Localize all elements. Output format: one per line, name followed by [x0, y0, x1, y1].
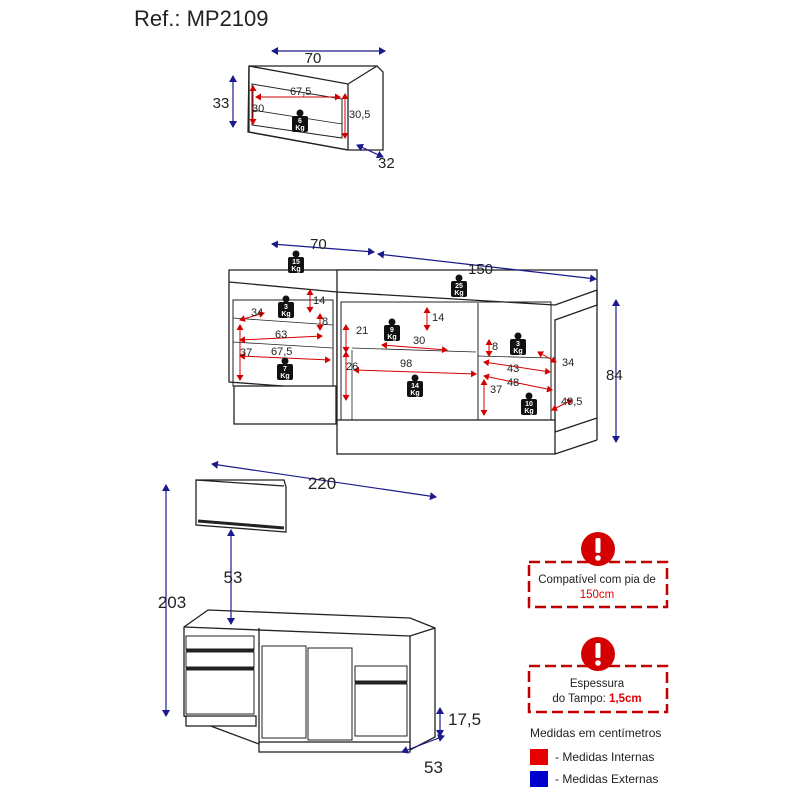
warning-countertop-text: Espessura do Tampo: 1,5cm: [529, 677, 665, 707]
dim-bottom-base: 17,5: [448, 710, 481, 729]
dim-37b: 37: [490, 384, 502, 396]
dim-mid-right-width: 150: [468, 261, 493, 278]
dim-48: 48: [507, 377, 519, 389]
svg-text:3: 3: [516, 341, 520, 348]
legend-item-external: - Medidas Externas: [530, 770, 658, 788]
legend-label-internal: - Medidas Internas: [555, 750, 655, 764]
top-cabinet-dims: [229, 47, 386, 159]
svg-text:10: 10: [525, 401, 533, 408]
dim-34b: 34: [562, 357, 574, 369]
svg-text:14: 14: [411, 383, 419, 390]
dim-63: 63: [275, 329, 287, 341]
svg-text:Kg: Kg: [291, 266, 300, 273]
weight-icon: 3Kg: [278, 295, 294, 318]
dim-top-inner-left: 30: [252, 103, 264, 115]
weight-icon: 3Kg: [510, 332, 526, 355]
svg-text:Kg: Kg: [513, 348, 522, 355]
dim-top-width: 70: [305, 50, 322, 67]
svg-text:15: 15: [292, 259, 300, 266]
dim-bottom-total-height: 203: [158, 593, 186, 612]
dim-top-height: 33: [213, 95, 230, 112]
dim-mid-height: 84: [606, 367, 623, 384]
dim-8a: 8: [322, 316, 328, 328]
svg-text:Kg: Kg: [410, 390, 419, 397]
dim-67-5: 67,5: [271, 346, 292, 358]
warning-countertop-line2a: do Tampo:: [552, 693, 610, 705]
svg-text:6: 6: [298, 118, 302, 125]
legend-item-internal: - Medidas Internas: [530, 748, 654, 766]
svg-text:Kg: Kg: [281, 311, 290, 318]
dim-top-inner-right: 30,5: [349, 109, 370, 121]
dim-8b: 8: [492, 341, 498, 353]
dim-mid-left-width: 70: [310, 236, 327, 253]
svg-text:25: 25: [455, 283, 463, 290]
middle-cabinet-dims: [236, 240, 620, 443]
dim-30: 30: [413, 335, 425, 347]
svg-text:Kg: Kg: [280, 373, 289, 380]
svg-text:Kg: Kg: [387, 334, 396, 341]
svg-text:Kg: Kg: [295, 125, 304, 132]
bottom-assembly: [183, 479, 436, 753]
warning-sink-text: Compatível com pia de 150cm: [529, 573, 665, 603]
dim-bottom-gap: 53: [224, 568, 243, 587]
svg-text:9: 9: [390, 327, 394, 334]
dim-bottom-total-width: 220: [308, 474, 336, 493]
dim-26: 26: [346, 361, 358, 373]
dim-98: 98: [400, 358, 412, 370]
legend-swatch-blue: [530, 771, 548, 787]
warning-countertop-line2b: 1,5cm: [609, 693, 642, 705]
weight-icon: 9Kg: [384, 318, 400, 341]
weight-icon: 7Kg: [277, 357, 293, 380]
warning-box-sink: [527, 532, 669, 609]
warning-countertop-line1: Espessura: [569, 678, 625, 690]
legend-title: Medidas em centímetros: [530, 726, 662, 740]
dim-37a: 37: [240, 347, 252, 359]
dim-49-5: 49,5: [561, 396, 582, 408]
weight-icon: 6 Kg: [292, 109, 308, 132]
dim-34a: 34: [251, 307, 263, 319]
reference-title: Ref.: MP2109: [134, 6, 269, 31]
warning-box-countertop: [527, 637, 669, 714]
svg-text:Kg: Kg: [524, 408, 533, 415]
svg-text:Kg: Kg: [454, 290, 463, 297]
legend-label-external: - Medidas Externas: [555, 772, 659, 786]
dim-14a: 14: [313, 295, 325, 307]
legend-swatch-red: [530, 749, 548, 765]
bottom-assembly-dims: [162, 460, 445, 754]
dim-43: 43: [507, 363, 519, 375]
top-cabinet: [247, 65, 384, 151]
svg-text:3: 3: [284, 304, 288, 311]
warning-sink-line2: 150cm: [579, 589, 615, 601]
dim-21: 21: [356, 325, 368, 337]
dim-bottom-depth: 53: [424, 758, 443, 777]
dim-top-inner-width: 67,5: [290, 86, 311, 98]
svg-text:7: 7: [283, 366, 287, 373]
dim-top-depth: 32: [378, 155, 395, 172]
dim-14b: 14: [432, 312, 444, 324]
warning-sink-line1: Compatível com pia de: [538, 574, 656, 586]
